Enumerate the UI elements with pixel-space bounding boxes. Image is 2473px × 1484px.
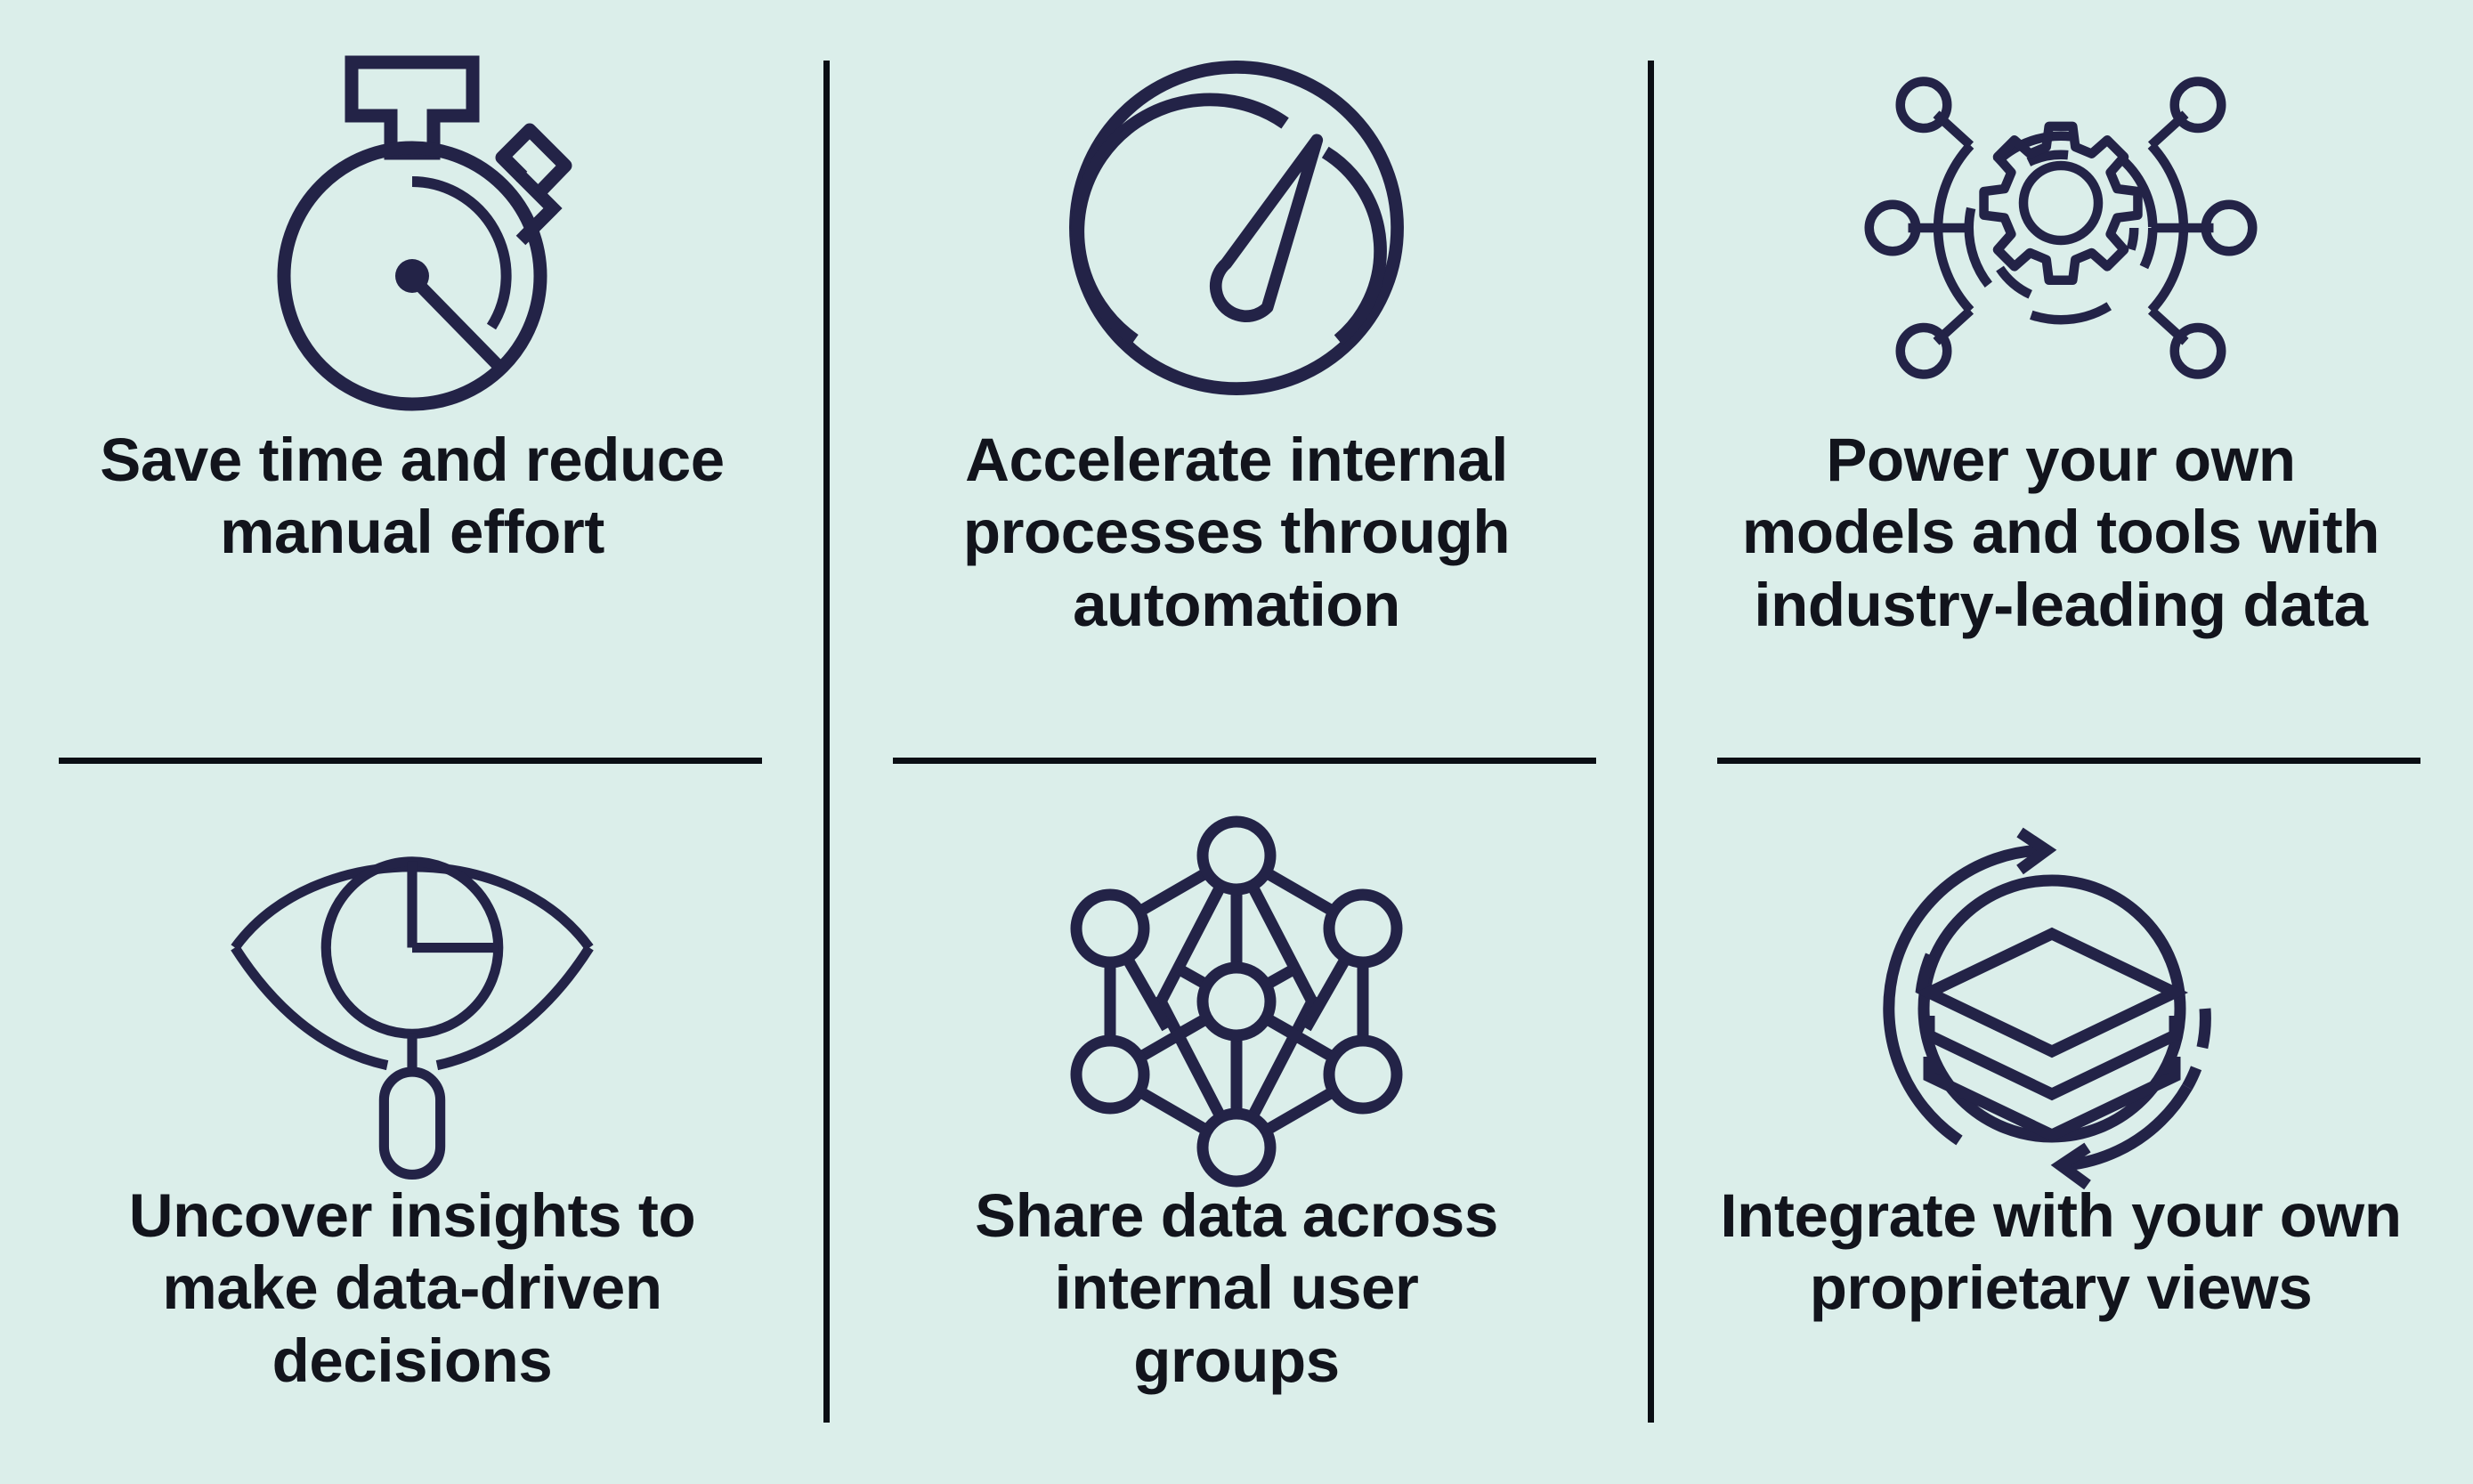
column-divider-2 [1648,61,1654,1423]
benefit-cell-accelerate: Accelerate internal processes through au… [824,0,1649,761]
stopwatch-icon [225,41,599,415]
benefit-caption: Uncover insights to make data-driven dec… [128,1181,696,1395]
eye-pie-chart-icon [221,823,604,1180]
benefit-caption: Share data across internal user groups [975,1181,1498,1395]
gear-network-icon [1864,41,2258,415]
benefit-cell-save-time: Save time and reduce manual effort [0,0,824,761]
benefit-caption: Power your own models and tools with ind… [1741,426,2380,639]
node-network-icon [1045,815,1428,1188]
layers-refresh-icon [1869,823,2252,1190]
benefit-caption: Integrate with your own proprietary view… [1720,1181,2402,1323]
row-divider-column-3 [1717,758,2420,764]
benefit-cell-share-data: Share data across internal user groups [824,761,1649,1484]
benefit-cell-power-models: Power your own models and tools with ind… [1649,0,2473,761]
column-divider-1 [823,61,830,1423]
benefit-caption: Accelerate internal processes through au… [962,426,1511,639]
benefit-caption: Save time and reduce manual effort [100,426,725,567]
row-divider-column-1 [59,758,762,764]
row-divider-column-2 [893,758,1596,764]
benefit-cell-integrate: Integrate with your own proprietary view… [1649,761,2473,1484]
benefit-cell-uncover-insights: Uncover insights to make data-driven dec… [0,761,824,1484]
speedometer-icon [1050,41,1423,415]
